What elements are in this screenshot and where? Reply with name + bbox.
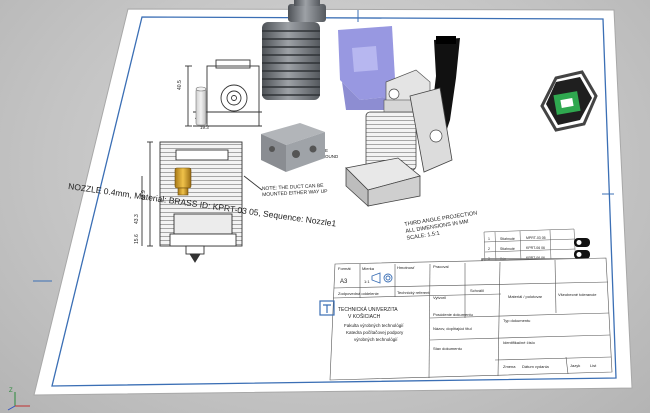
issue-date-label: Dátum vydania bbox=[522, 364, 549, 369]
revision-row: Stiahnuté bbox=[500, 237, 515, 241]
svg-text:40.5: 40.5 bbox=[177, 80, 183, 90]
brass-nozzle bbox=[174, 167, 192, 196]
svg-text:BE: BE bbox=[322, 148, 328, 153]
svg-text:43.3: 43.3 bbox=[134, 214, 140, 224]
principal-label: Pracoval bbox=[433, 264, 449, 269]
tu-logo bbox=[319, 300, 335, 316]
department-name-2: výrobných technológií bbox=[354, 337, 398, 342]
university-city: V KOŠICIACH bbox=[348, 313, 381, 320]
approved-label: Schválil bbox=[470, 288, 484, 293]
sheet-label: List bbox=[590, 363, 597, 368]
revision-row: Stiahnuté bbox=[500, 247, 515, 251]
axis-triad[interactable] bbox=[7, 392, 30, 411]
scale-value: 1:1 bbox=[364, 279, 370, 284]
id-label: Identifikačné číslo bbox=[503, 340, 536, 345]
svg-text:15.6: 15.6 bbox=[134, 234, 140, 244]
title-block-text: Formát A3 Mierka 1:1 Hmotnosť Zodpovedná… bbox=[338, 264, 597, 369]
hotend-assembly-3d bbox=[345, 69, 453, 207]
weight-label: Hmotnosť bbox=[397, 265, 415, 270]
document-label: Posúdenie dokumentu bbox=[433, 312, 473, 317]
side-view-drawing bbox=[141, 141, 263, 263]
format-label: Formát bbox=[338, 266, 352, 271]
svg-text:19.3: 19.3 bbox=[200, 125, 209, 130]
axis-label: Z bbox=[9, 388, 13, 394]
responsible-label: Zodpovedná oddelenie bbox=[338, 291, 379, 296]
format-value: A3 bbox=[340, 279, 348, 285]
revision-row: KPRT-06 06 bbox=[526, 246, 545, 250]
created-label: Vytvoril bbox=[433, 295, 446, 300]
university-name: TECHNICKÁ UNIVERZITA bbox=[338, 306, 398, 313]
status-label: Stav dokumentu bbox=[433, 346, 462, 351]
language-label: Jazyk bbox=[570, 363, 580, 368]
university-logo bbox=[540, 70, 598, 132]
heater-block-3d bbox=[261, 123, 325, 172]
sheet-border-frame bbox=[51, 16, 617, 387]
scale-label: Mierka bbox=[362, 266, 375, 271]
faculty-name: Fakulta výrobných technológií bbox=[344, 323, 404, 328]
revision-row: 2 bbox=[488, 247, 490, 251]
heatsink-3d bbox=[262, 0, 326, 100]
title-block bbox=[329, 257, 613, 381]
revision-row: 1 bbox=[488, 237, 490, 241]
revision-row: KPRT-06 06 bbox=[526, 256, 545, 260]
technical-label: Technický referent bbox=[397, 290, 430, 295]
revision-row: MPRT-03 05 bbox=[526, 236, 546, 240]
projection-symbol bbox=[371, 272, 393, 284]
department-name: Katedra počítačovej podpory bbox=[346, 330, 404, 335]
change-label: Zmena bbox=[503, 364, 516, 369]
svg-text:SOUND: SOUND bbox=[322, 154, 339, 159]
material-label: Materiál / polotovar bbox=[508, 294, 543, 299]
tolerance-label: Všeobecné tolerancie bbox=[558, 292, 597, 297]
doc-type-label: Typ dokumentu bbox=[503, 318, 530, 323]
pin-part bbox=[195, 86, 207, 126]
drawing-title-label: Názov, dopĺňajúci titul bbox=[433, 326, 472, 331]
svg-text:68.9: 68.9 bbox=[141, 190, 147, 200]
